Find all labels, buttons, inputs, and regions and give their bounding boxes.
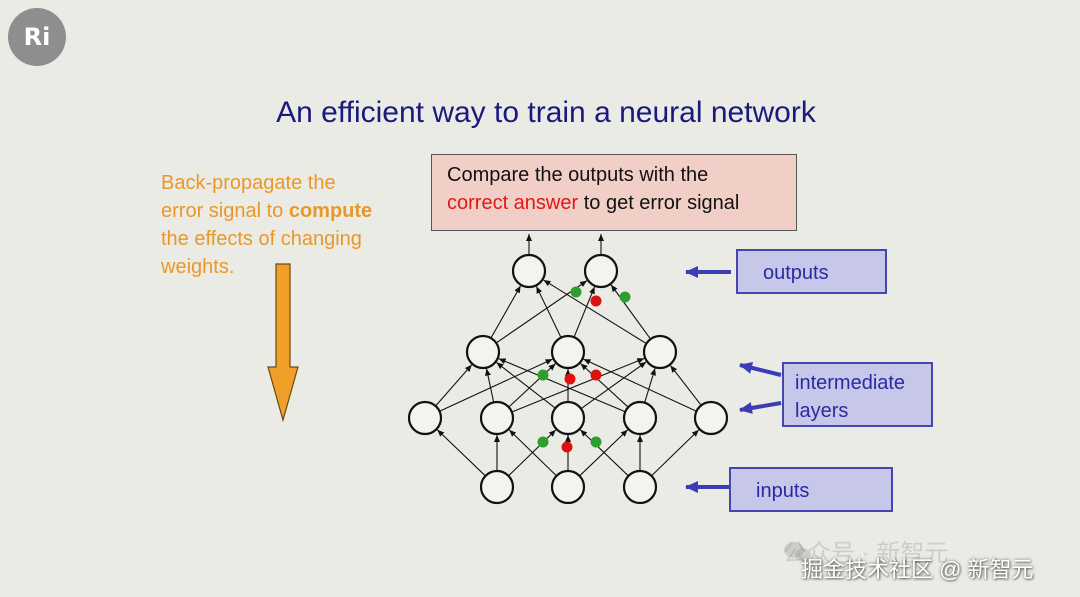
connection-arrow: [580, 363, 629, 408]
connection-arrow: [496, 361, 556, 409]
inputs-label-box: inputs: [729, 467, 893, 512]
watermark-bottom: 掘金技术社区 @ 新智元: [801, 557, 1034, 582]
wechat-icon: [784, 542, 811, 562]
outputs-label: outputs: [763, 262, 829, 284]
outputs-label-box: outputs: [736, 249, 887, 294]
backprop-line-2: error signal to compute: [161, 197, 421, 225]
neuron-node: [511, 253, 547, 289]
neuron-node: [479, 400, 515, 436]
neuron-node: [622, 400, 658, 436]
error-dot-red: [564, 373, 576, 385]
down-arrow-icon: [267, 263, 299, 423]
connection-arrow: [508, 429, 557, 477]
connection-arrow: [651, 429, 700, 477]
inputs-label: inputs: [756, 480, 810, 502]
error-dot-green: [537, 436, 549, 448]
error-dot-green: [570, 286, 582, 298]
slide-title: An efficient way to train a neural netwo…: [276, 96, 816, 129]
neuron-node: [642, 334, 678, 370]
connection-arrow: [583, 358, 697, 412]
connection-arrow: [535, 286, 562, 338]
connection-arrow: [435, 364, 473, 407]
error-signal-dots: [537, 286, 631, 453]
neuron-node: [622, 469, 658, 505]
intermediate-layers-label-box: intermediate layers: [782, 362, 933, 427]
network-nodes: [407, 253, 729, 505]
connection-arrow: [439, 358, 553, 412]
neuron-node: [583, 253, 619, 289]
error-dot-green: [537, 369, 549, 381]
backprop-line-2-text: error signal to: [161, 200, 289, 222]
connection-arrow: [610, 284, 652, 340]
connection-arrow: [644, 368, 656, 403]
neuron-node: [550, 400, 586, 436]
intermediate-label-line-1: intermediate: [795, 372, 906, 394]
connection-arrow: [580, 361, 647, 410]
backprop-bold-word: compute: [288, 200, 373, 222]
network-edges: [435, 234, 702, 477]
connection-arrow: [508, 363, 556, 408]
connection-arrow: [669, 365, 702, 406]
connection-arrow: [573, 286, 596, 338]
neuron-node: [693, 400, 729, 436]
error-dot-red: [561, 441, 573, 453]
intermediate-pointer-arrow-lower: [739, 401, 782, 414]
compare-line-2: correct answer to get error signal: [447, 189, 796, 217]
neuron-node: [550, 469, 586, 505]
connection-arrow: [485, 368, 495, 403]
watermark-top: 公众号 · 新智元: [783, 540, 949, 567]
error-dot-red: [590, 295, 602, 307]
label-pointer-arrows: [685, 266, 782, 493]
neuron-node: [407, 400, 443, 436]
connection-arrow: [579, 429, 629, 477]
intermediate-label-line-2: layers: [795, 400, 849, 422]
error-dot-green: [590, 436, 602, 448]
connection-arrow: [511, 357, 645, 413]
compare-line-1: Compare the outputs with the: [447, 164, 709, 186]
backprop-line-4: weights.: [161, 256, 235, 278]
error-dot-green: [619, 291, 631, 303]
error-dot-red: [590, 369, 602, 381]
backprop-description: Back-propagate the error signal to compu…: [161, 169, 421, 281]
correct-answer-text: correct answer: [447, 192, 579, 214]
compare-box: Compare the outputs with the correct ans…: [431, 154, 797, 231]
connection-arrow: [498, 358, 626, 413]
connection-arrow: [436, 429, 486, 477]
neuron-node: [479, 469, 515, 505]
neuron-node: [465, 334, 501, 370]
backprop-line-1: Back-propagate the: [161, 172, 336, 194]
logo-badge: Ri: [8, 8, 66, 66]
backprop-line-3: the effects of changing: [161, 228, 362, 250]
intermediate-pointer-arrow-upper: [739, 362, 782, 377]
neuron-node: [550, 334, 586, 370]
connection-arrow: [543, 279, 647, 345]
connection-arrow: [490, 285, 522, 339]
compare-line-2-rest: to get error signal: [578, 192, 740, 214]
